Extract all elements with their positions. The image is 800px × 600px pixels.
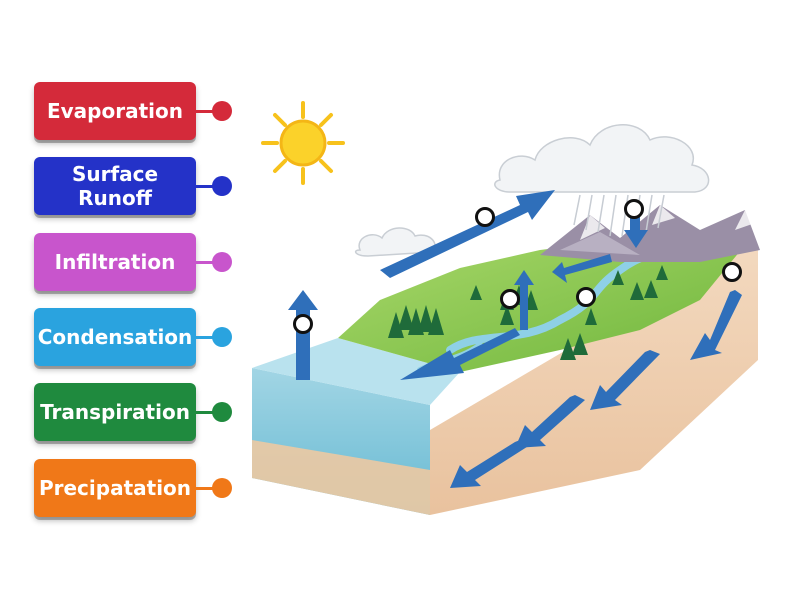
label-infiltration-text: Infiltration xyxy=(54,250,176,274)
label-condensation-text: Condensation xyxy=(37,325,193,349)
dot-surface-runoff[interactable] xyxy=(212,176,232,196)
terrain-block xyxy=(252,235,758,515)
flow-arrows xyxy=(288,190,742,488)
connector-evaporation xyxy=(196,110,216,113)
drop-target-infiltration-ground[interactable] xyxy=(722,262,742,282)
rain xyxy=(573,194,665,237)
sun-icon xyxy=(261,101,345,185)
label-transpiration-text: Transpiration xyxy=(40,400,190,424)
drop-target-condensation-arrow[interactable] xyxy=(475,207,495,227)
small-cloud-icon xyxy=(354,227,436,257)
connector-condensation xyxy=(196,336,216,339)
connector-transpiration xyxy=(196,411,216,414)
dot-condensation[interactable] xyxy=(212,327,232,347)
label-transpiration[interactable]: Transpiration xyxy=(34,383,196,441)
label-surface-runoff[interactable]: Surface Runoff xyxy=(34,157,196,215)
drop-target-evaporation-arrow[interactable] xyxy=(293,314,313,334)
label-surface-runoff-text: Surface Runoff xyxy=(71,162,159,210)
dot-precipitation[interactable] xyxy=(212,478,232,498)
forest xyxy=(388,265,668,360)
label-precipitation-text: Precipatation xyxy=(38,476,192,500)
label-precipitation[interactable]: Precipatation xyxy=(34,459,196,517)
mountains xyxy=(540,205,760,262)
dot-evaporation[interactable] xyxy=(212,101,232,121)
connector-precipitation xyxy=(196,487,216,490)
connector-surface-runoff xyxy=(196,185,216,188)
cloud-icon xyxy=(494,124,710,193)
dot-transpiration[interactable] xyxy=(212,402,232,422)
drop-target-transpiration-trees[interactable] xyxy=(500,289,520,309)
dot-infiltration[interactable] xyxy=(212,252,232,272)
drop-target-surface-runoff-river[interactable] xyxy=(576,287,596,307)
label-condensation[interactable]: Condensation xyxy=(34,308,196,366)
drop-target-precipitation-cloud[interactable] xyxy=(624,199,644,219)
connector-infiltration xyxy=(196,261,216,264)
label-evaporation-text: Evaporation xyxy=(46,99,183,123)
label-infiltration[interactable]: Infiltration xyxy=(34,233,196,291)
label-evaporation[interactable]: Evaporation xyxy=(34,82,196,140)
